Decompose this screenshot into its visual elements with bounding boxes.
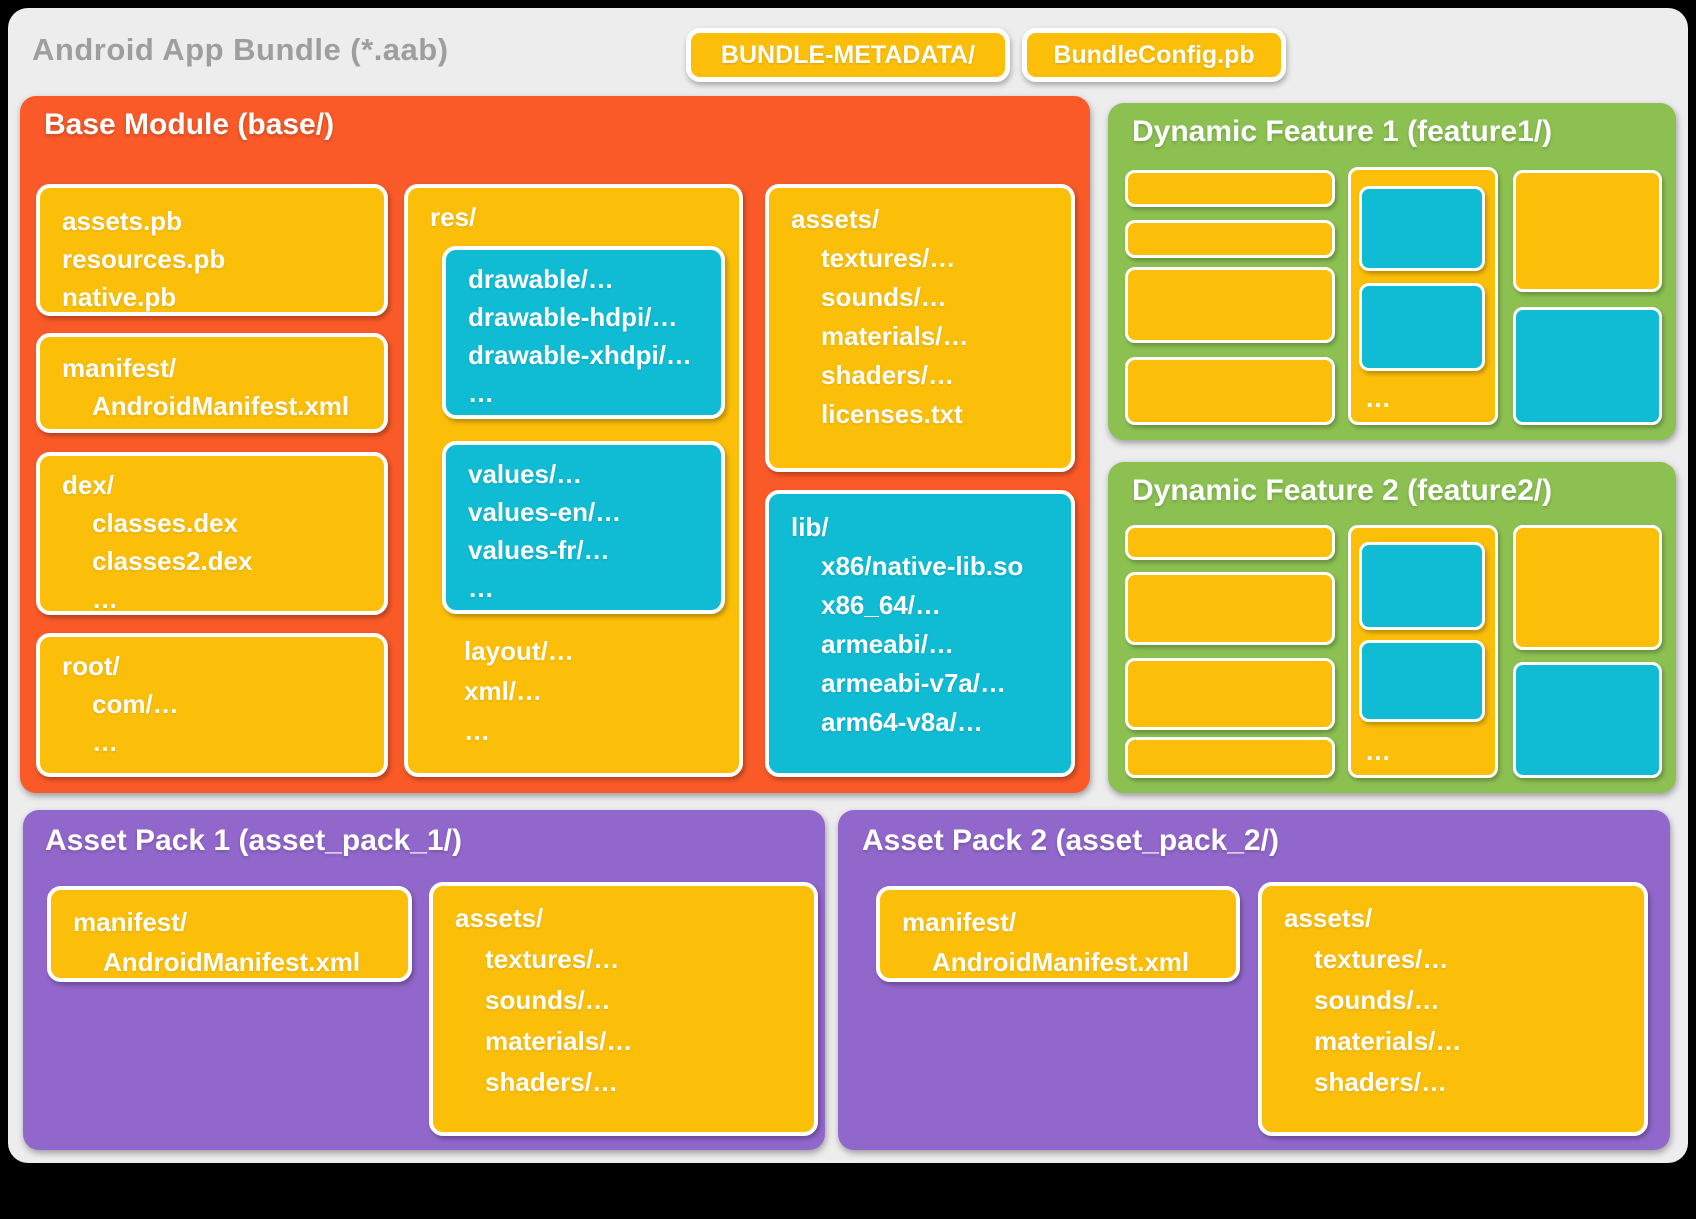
bundle-metadata-chip: BUNDLE-METADATA/ <box>686 28 1010 82</box>
folder-entry: manifest/ <box>62 353 177 383</box>
placeholder-block <box>1359 542 1485 630</box>
file-entry: resources.pb <box>62 244 226 274</box>
file-entry: licenses.txt <box>821 399 963 429</box>
base-module-title: Base Module (base/) <box>44 108 335 141</box>
placeholder-block <box>1359 186 1485 271</box>
folder-entry: materials/… <box>1314 1026 1462 1056</box>
file-entry: classes2.dex <box>92 546 253 576</box>
folder-entry: sounds/… <box>821 282 947 312</box>
ellipsis-entry: … <box>1365 383 1391 413</box>
file-entry: x86/native-lib.so <box>821 551 1024 581</box>
folder-entry: lib/ <box>791 512 829 542</box>
placeholder-block <box>1513 662 1662 778</box>
ellipsis-entry: … <box>92 584 118 614</box>
folder-entry: materials/… <box>485 1026 633 1056</box>
pb-files-box: assets.pb resources.pb native.pb <box>36 184 388 316</box>
dynamic-feature2-title: Dynamic Feature 2 (feature2/) <box>1132 474 1553 507</box>
ellipsis-entry: … <box>468 378 494 408</box>
ap2-manifest-box: manifest/ AndroidManifest.xml <box>876 886 1240 982</box>
placeholder-block <box>1125 572 1335 645</box>
placeholder-block <box>1513 525 1662 650</box>
folder-entry: assets/ <box>455 903 544 933</box>
ap2-assets-box: assets/ textures/… sounds/… materials/… … <box>1258 882 1648 1136</box>
folder-entry: sounds/… <box>1314 985 1440 1015</box>
folder-entry: res/ <box>430 202 477 232</box>
ellipsis-entry: … <box>464 716 490 746</box>
dynamic-feature1-panel: Dynamic Feature 1 (feature1/) … <box>1108 103 1676 440</box>
folder-entry: xml/… <box>464 676 543 706</box>
asset-pack2-panel: Asset Pack 2 (asset_pack_2/) manifest/ A… <box>838 810 1670 1150</box>
drawable-box: drawable/… drawable-hdpi/… drawable-xhdp… <box>442 246 725 419</box>
folder-entry: shaders/… <box>821 360 954 390</box>
assets-box: assets/ textures/… sounds/… materials/… … <box>765 184 1075 472</box>
placeholder-block <box>1125 525 1335 560</box>
ellipsis-entry: … <box>468 573 494 603</box>
res-extra-entries: layout/… xml/… … <box>442 631 574 751</box>
placeholder-block <box>1125 267 1335 343</box>
asset-pack2-title: Asset Pack 2 (asset_pack_2/) <box>862 824 1279 857</box>
placeholder-block <box>1359 640 1485 722</box>
manifest-box: manifest/ AndroidManifest.xml <box>36 333 388 433</box>
folder-entry: materials/… <box>821 321 969 351</box>
file-entry: native.pb <box>62 282 177 312</box>
placeholder-container: … <box>1348 525 1498 778</box>
folder-entry: drawable/… <box>468 264 614 294</box>
folder-entry: values-en/… <box>468 497 622 527</box>
folder-entry: armeabi-v7a/… <box>821 668 1006 698</box>
asset-pack1-panel: Asset Pack 1 (asset_pack_1/) manifest/ A… <box>23 810 825 1150</box>
values-box: values/… values-en/… values-fr/… … <box>442 441 725 614</box>
file-entry: classes.dex <box>92 508 239 538</box>
folder-entry: textures/… <box>821 243 956 273</box>
dynamic-feature1-title: Dynamic Feature 1 (feature1/) <box>1132 115 1553 148</box>
res-box: res/ drawable/… drawable-hdpi/… drawable… <box>404 184 743 777</box>
base-module-panel: Base Module (base/) assets.pb resources.… <box>20 96 1090 793</box>
asset-pack1-title: Asset Pack 1 (asset_pack_1/) <box>45 824 462 857</box>
folder-entry: values-fr/… <box>468 535 610 565</box>
ap1-manifest-box: manifest/ AndroidManifest.xml <box>47 886 412 982</box>
folder-entry: layout/… <box>464 636 574 666</box>
ellipsis-entry: … <box>1365 736 1391 766</box>
folder-entry: arm64-v8a/… <box>821 707 983 737</box>
folder-entry: root/ <box>62 651 120 681</box>
app-bundle-container: Android App Bundle (*.aab) BUNDLE-METADA… <box>8 8 1688 1163</box>
file-entry: AndroidManifest.xml <box>92 391 350 421</box>
folder-entry: textures/… <box>1314 944 1449 974</box>
folder-entry: shaders/… <box>1314 1067 1447 1097</box>
dex-box: dex/ classes.dex classes2.dex … <box>36 452 388 615</box>
file-entry: com/… <box>92 689 179 719</box>
placeholder-container: … <box>1348 167 1498 425</box>
page-title: Android App Bundle (*.aab) <box>32 32 449 67</box>
placeholder-block <box>1513 307 1662 425</box>
placeholder-block <box>1125 220 1335 258</box>
placeholder-block <box>1359 283 1485 371</box>
folder-entry: drawable-xhdpi/… <box>468 340 692 370</box>
file-entry: AndroidManifest.xml <box>103 947 361 977</box>
placeholder-block <box>1125 357 1335 425</box>
ellipsis-entry: … <box>92 727 118 757</box>
placeholder-block <box>1125 170 1335 207</box>
placeholder-block <box>1125 737 1335 778</box>
placeholder-block <box>1125 658 1335 730</box>
folder-entry: x86_64/… <box>821 590 941 620</box>
folder-entry: drawable-hdpi/… <box>468 302 678 332</box>
folder-entry: textures/… <box>485 944 620 974</box>
folder-entry: assets/ <box>791 204 880 234</box>
ap1-assets-box: assets/ textures/… sounds/… materials/… … <box>429 882 818 1136</box>
folder-entry: manifest/ <box>73 907 188 937</box>
file-entry: assets.pb <box>62 206 182 236</box>
file-entry: AndroidManifest.xml <box>932 947 1190 977</box>
folder-entry: armeabi/… <box>821 629 954 659</box>
folder-entry: sounds/… <box>485 985 611 1015</box>
folder-entry: dex/ <box>62 470 115 500</box>
dynamic-feature2-panel: Dynamic Feature 2 (feature2/) … <box>1108 462 1676 793</box>
bundle-config-chip: BundleConfig.pb <box>1022 28 1286 82</box>
placeholder-block <box>1513 170 1662 292</box>
folder-entry: assets/ <box>1284 903 1373 933</box>
folder-entry: values/… <box>468 459 583 489</box>
folder-entry: shaders/… <box>485 1067 618 1097</box>
lib-box: lib/ x86/native-lib.so x86_64/… armeabi/… <box>765 490 1075 777</box>
folder-entry: manifest/ <box>902 907 1017 937</box>
root-box: root/ com/… … <box>36 633 388 777</box>
